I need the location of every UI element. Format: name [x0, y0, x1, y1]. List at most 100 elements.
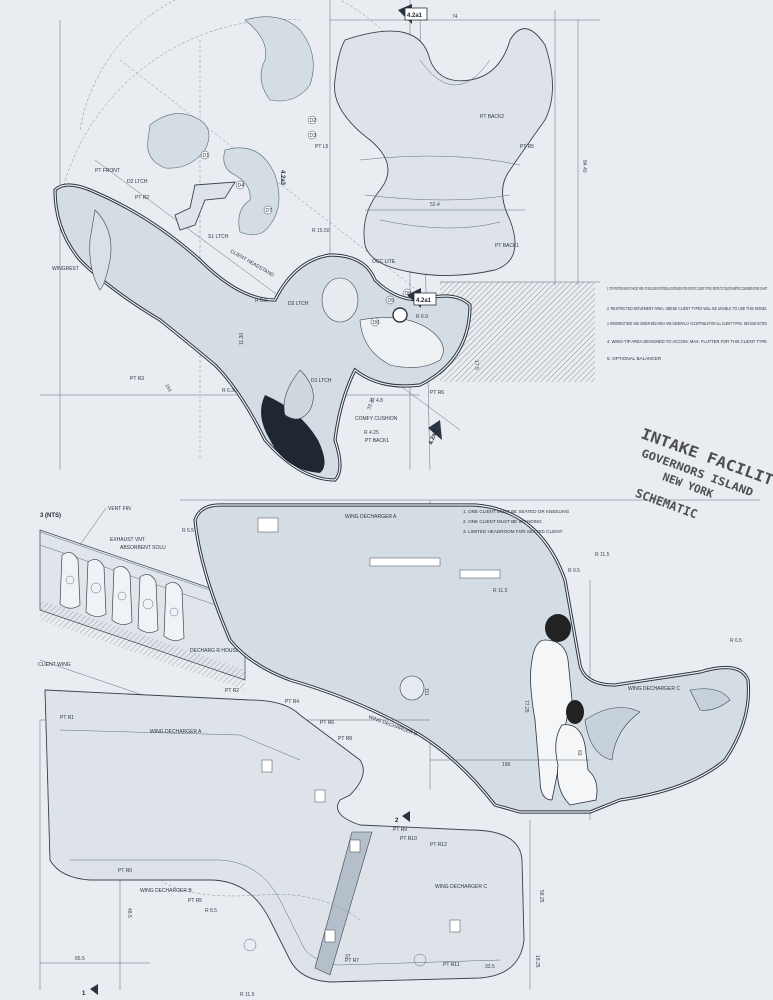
label-d2-ltch: D2 LTCH	[127, 179, 148, 185]
middle-note-3: 3. LIMITED HEADROOM FOR SEATED CLIENT	[463, 529, 563, 534]
dim-r11-5-b: R 11.5	[493, 588, 508, 594]
seated-figure	[555, 700, 598, 806]
label-comfy-cushion: COMFY CUSHION	[355, 416, 398, 422]
label-exhaust-vent: EXHAUST VNT	[110, 537, 145, 543]
label-wing-decharger-c: WING DECHARGER C	[628, 686, 680, 692]
label-lower-pt-r0: PT R0	[118, 868, 132, 874]
dim-37: 37	[345, 954, 351, 960]
section-3-detail: 3 (NTS) VENT FIN EXHAUST VNT ABSORBENT S…	[38, 506, 246, 731]
note-2: 2. RESTRICTED MOVEMENT AREA, OBESE CLIEN…	[607, 306, 767, 311]
label-vent-fin: VENT FIN	[108, 506, 131, 512]
dim-18-25: 18.25	[534, 955, 540, 968]
back-seat-piece	[333, 28, 553, 276]
dim-33-5: 33.5	[485, 964, 495, 970]
upper-plan: D1 D2 D3 D4 D5 D6 D7 D8 4.2a1 4.2a3	[40, 0, 600, 482]
label-lower-pt-r1: PT R1	[60, 715, 74, 721]
label-lower-pt-r8: PT R8	[338, 736, 352, 742]
dim-r9-5: R 9.5	[568, 568, 580, 574]
label-decharger-housing: DECHARG R HOUSING	[190, 648, 245, 654]
dim-77-25: 77.25	[523, 700, 529, 713]
lower-plan: PT R1 PT R2 PT R4 PT R6 PT R8 PT R9 PT R…	[39, 688, 544, 998]
dim-r6-5-b: R 6.5	[730, 638, 742, 644]
dim-r8-9: R 8.9	[255, 298, 267, 304]
dim-r11-5: R 11.5	[595, 552, 610, 558]
lower-dimensions: 85.5 37 33.5 48.5 18.25 58.25 R 8.5 R 11…	[40, 890, 544, 998]
svg-text:4.2a2: 4.2a2	[428, 429, 439, 446]
svg-text:1: 1	[82, 991, 86, 997]
label-d2-ltch-b: D2 LTCH	[288, 301, 309, 307]
dim-48-5: 48.5	[126, 908, 132, 918]
svg-text:4.2a1: 4.2a1	[407, 13, 423, 19]
label-occ-lite: OCC LITE	[372, 259, 396, 265]
section-mark-2: 2	[395, 811, 410, 824]
upper-dimensions: 74 52.4 84.40 R 15.50 R 8.9 R 6.9 R 6.30…	[163, 14, 587, 436]
label-lower-wing-decharger-a: WING DECHARGER A	[150, 729, 202, 735]
notes-top: 1. TOP POSITION HEAD THRUST AREA TO INCL…	[607, 286, 767, 361]
label-lower-pt-r12: PT R12	[430, 842, 447, 848]
label-lower-pt-r11: PT R11	[443, 962, 460, 968]
section-tag-2: 4.2a3	[279, 170, 285, 186]
label-client-headstand: CLIENT HEADSTAND	[229, 249, 275, 279]
rubber-stamp: INTAKE FACILITY GOVERNORS ISLAND NEW YOR…	[633, 425, 773, 522]
circle-tag-d6: D6	[373, 320, 380, 326]
dim-11-30: 11.30	[239, 333, 245, 345]
middle-note-1: 1. ONE CLIENT MUST BE SEATED OR KNEELING	[463, 509, 570, 514]
label-pt-front: PT FRONT	[95, 168, 120, 174]
label-lower-pt-r9: PT R9	[393, 827, 407, 833]
dim-r15-50: R 15.50	[312, 228, 330, 234]
dim-85-5: 85.5	[75, 956, 85, 962]
upper-main-body	[53, 183, 472, 482]
svg-text:4.2a1: 4.2a1	[416, 298, 432, 304]
circle-tag-d7: D7	[266, 208, 273, 214]
label-lower-pt-r6: PT R6	[320, 720, 334, 726]
label-s1-ltch: S1 LTCH	[208, 234, 229, 240]
dim-r4-25: R 4.25	[364, 430, 379, 436]
lower-labels: PT R1 PT R2 PT R4 PT R6 PT R8 PT R9 PT R…	[60, 688, 487, 968]
dim-r6-30: R 6.30	[222, 388, 237, 394]
circle-tag-d2: D2	[310, 118, 317, 124]
middle-plan: 1. ONE CLIENT MUST BE SEATED OR KNEELING…	[180, 499, 760, 820]
svg-text:4.2a3: 4.2a3	[279, 170, 285, 186]
dim-84-40: 84.40	[581, 160, 587, 173]
note-1: 1. TOP POSITION HEAD THRUST AREA TO INCL…	[607, 286, 767, 291]
dim-33-25: 33.25	[366, 397, 376, 411]
upper-circle-tags: D1 D2 D3 D4 D5 D6 D7 D8	[200, 115, 412, 327]
circle-tag-d8: D8	[405, 291, 412, 297]
middle-note-2: 2. ONE CLIENT MUST BE STANDING	[463, 519, 542, 524]
label-lower-pt-r2: PT R2	[225, 688, 239, 694]
note-3: 3. WINGREST BED AND UNDER-BED AREA ARE G…	[607, 321, 767, 326]
circle-tag-d5: D5	[388, 298, 395, 304]
label-wingrest: WINGREST	[52, 266, 79, 272]
note-5: 5. OPTIONAL BALANCER	[607, 356, 662, 361]
label-lower-pt-r4: PT R4	[285, 699, 299, 705]
label-pt-r2: PT R2	[135, 195, 149, 201]
label-lower-wing-decharger-c: WING DECHARGER C	[435, 884, 487, 890]
label-pt-back1-b: PT BACK1	[365, 438, 389, 444]
label-client-wing: CLIENT WING	[38, 662, 71, 668]
dim-r4-8: R 4.8	[371, 398, 383, 404]
dim-r6-5: R 6.5	[182, 528, 194, 534]
label-pt-back2: PT BACK2	[480, 114, 504, 120]
label-pt-r3: PT R3	[130, 376, 144, 382]
dim-196: 196	[502, 762, 511, 768]
section-mark-1: 1	[82, 984, 98, 997]
section-tag-1: 4.2a1	[398, 4, 428, 24]
dim-r8-5: R 8.5	[205, 908, 217, 914]
dim-154: 154	[163, 383, 172, 393]
label-wing-decharger-a: WING DECHARGER A	[345, 514, 397, 520]
dim-111: 111	[423, 688, 429, 696]
label-lower-pt-r10: PT R10	[400, 836, 417, 842]
label-absorbent-solu: ABSORBENT SOLU	[120, 545, 166, 551]
dim-52-4: 52.4	[430, 202, 440, 208]
label-pt-back1: PT BACK1	[495, 243, 519, 249]
circle-tag-d1: D1	[203, 153, 210, 159]
dim-r11-5-lower: R 11.5	[240, 992, 255, 998]
label-lower-wing-decharger-b: WING DECHARGER B	[140, 888, 192, 894]
svg-text:2: 2	[395, 818, 399, 824]
dim-74: 74	[452, 14, 458, 20]
section-3-title: 3 (NTS)	[40, 513, 61, 519]
label-pt-r5: PT R5	[520, 144, 534, 150]
label-lower-pt-r5: PT R5	[188, 898, 202, 904]
dim-63: 63	[576, 750, 582, 756]
